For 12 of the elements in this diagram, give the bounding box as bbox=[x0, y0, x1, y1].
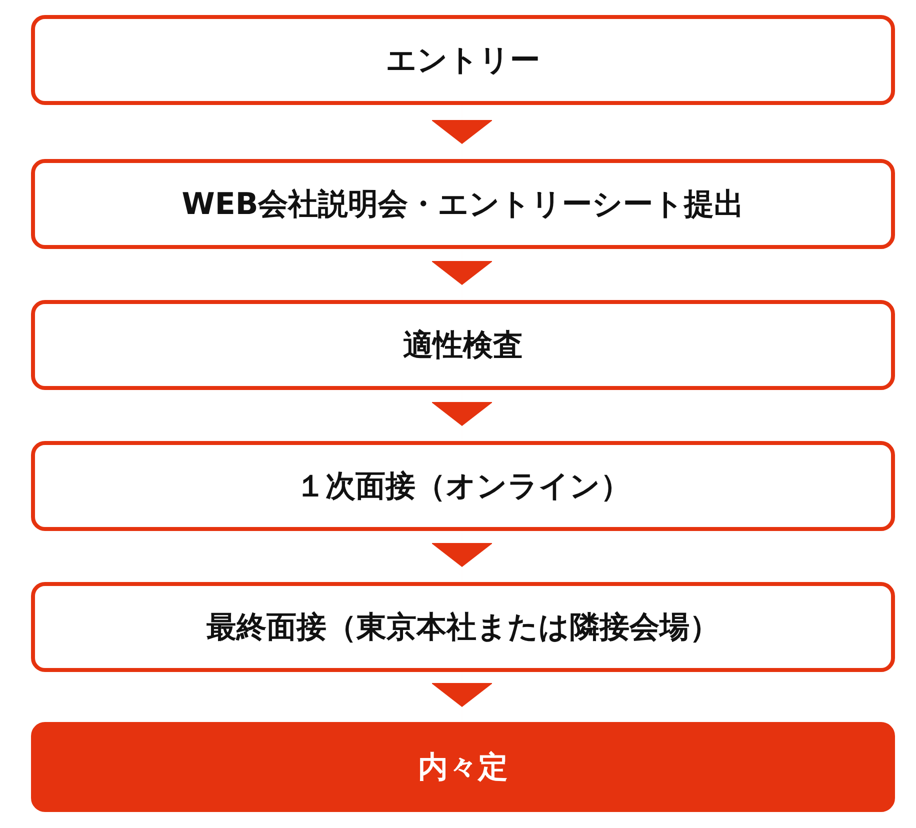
step-box bbox=[31, 300, 895, 390]
step-label: エントリー bbox=[386, 42, 540, 80]
step-label: 最終面接（東京本社または隣接会場） bbox=[206, 608, 720, 646]
step-label: 内々定 bbox=[418, 748, 508, 786]
step-label: 適性検査 bbox=[403, 326, 523, 364]
step-box bbox=[31, 159, 895, 249]
step-label: WEB会社説明会・エントリーシート提出 bbox=[182, 186, 744, 224]
step-box bbox=[31, 722, 895, 812]
step-label: １次面接（オンライン） bbox=[296, 468, 630, 506]
step-box bbox=[31, 15, 895, 105]
step-box bbox=[31, 441, 895, 531]
step-box bbox=[31, 582, 895, 672]
